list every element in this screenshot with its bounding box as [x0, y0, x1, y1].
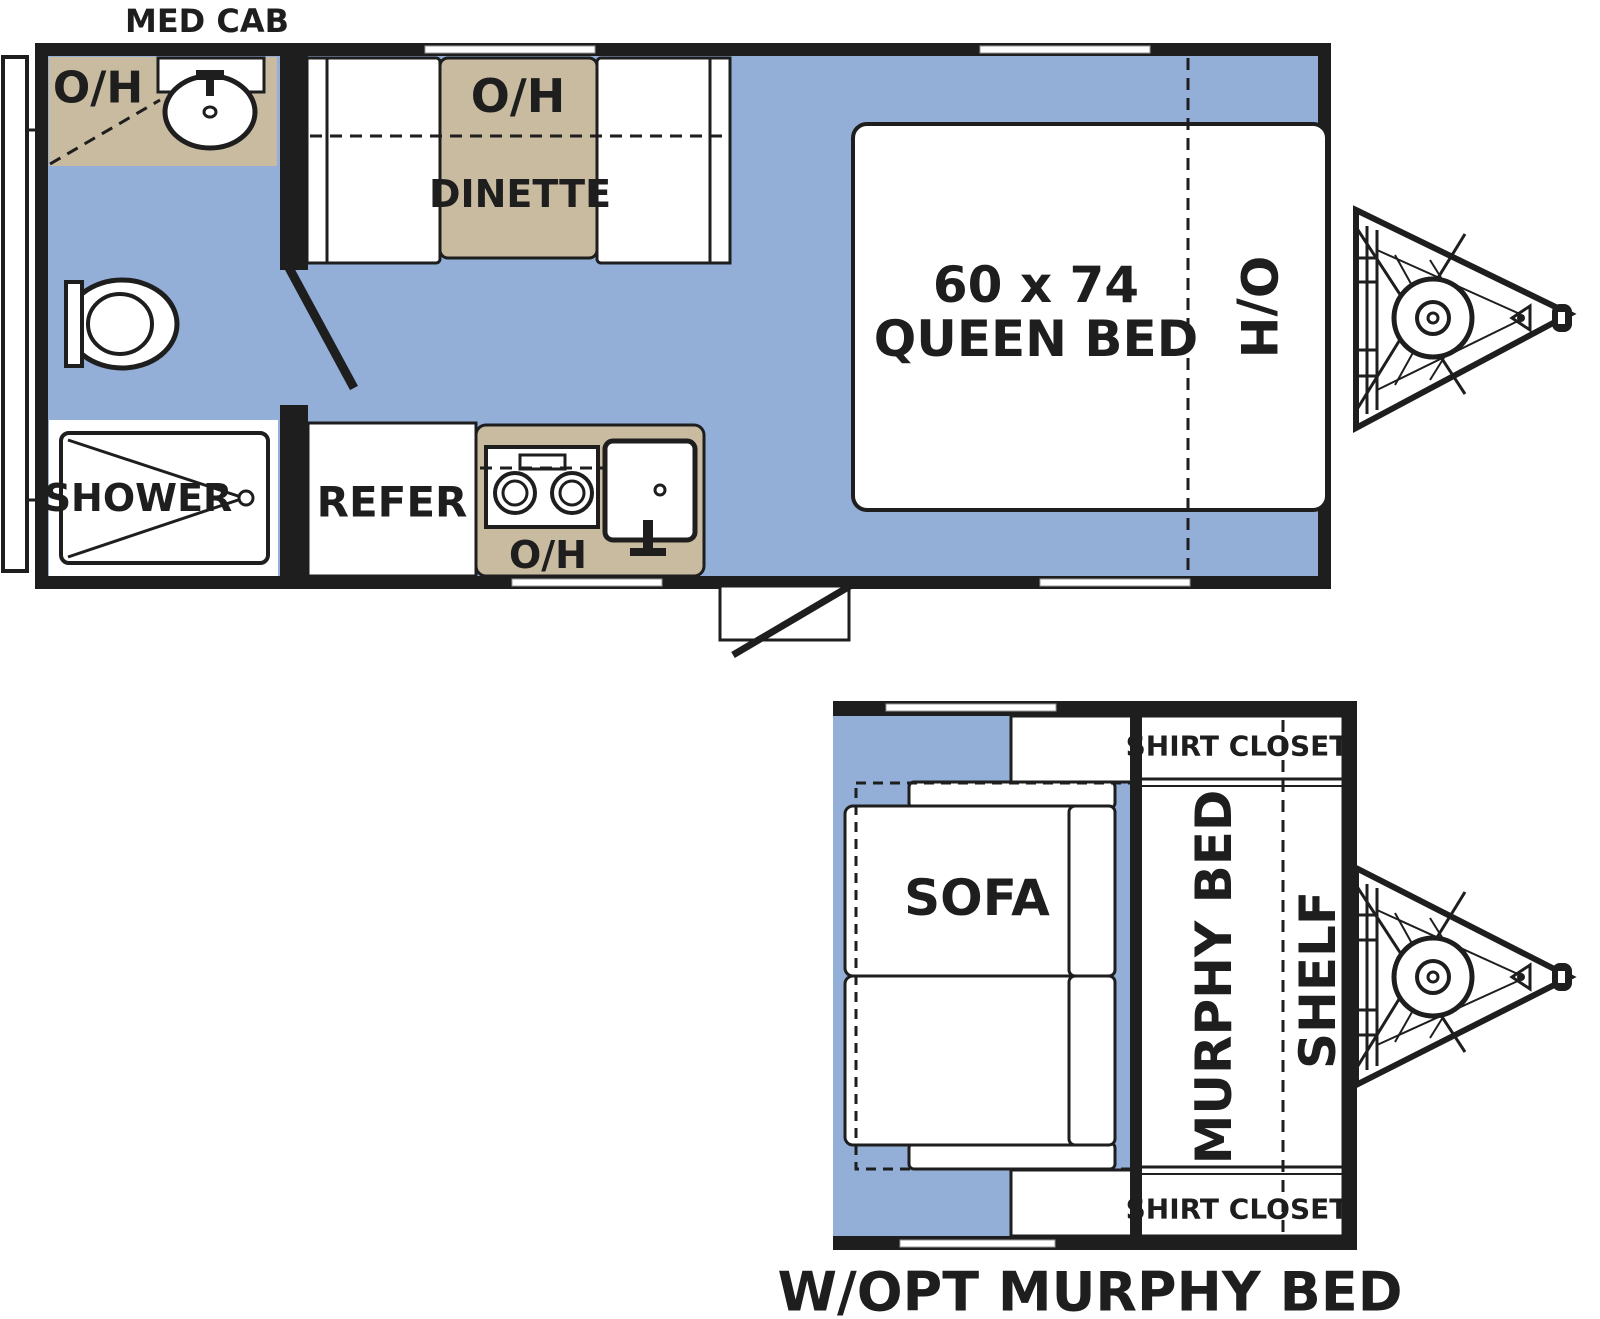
cooktop [484, 445, 600, 529]
bath-wall [280, 405, 308, 576]
murphy-left-cut [820, 716, 833, 1236]
shower-label: SHOWER [44, 476, 233, 520]
sofa-label: SOFA [904, 869, 1050, 927]
sink-drain [202, 105, 218, 119]
window [424, 45, 596, 54]
shelf-label: SHELF [1289, 891, 1347, 1069]
main-floorplan: MED CAB O/H SHOWER O/H DINETTE REFER [1, 2, 1577, 659]
dinette-bench-right-back [708, 56, 732, 265]
bed-size-label: 60 x 74 [933, 256, 1139, 314]
queen-bed [851, 122, 1329, 512]
murphy-option-floorplan: SHIRT CLOSET SHIRT CLOSET MURPHY BED SHE… [777, 701, 1577, 1319]
bath-wall [280, 56, 308, 270]
trailer-hitch [1353, 205, 1577, 433]
murphy-trailer-hitch [1353, 863, 1577, 1090]
toilet [64, 277, 180, 371]
dinette-bench-left-back [305, 56, 329, 265]
dinette-label: DINETTE [429, 172, 611, 216]
entry-door [731, 582, 852, 659]
bath-door [284, 263, 358, 391]
sink-faucet [206, 70, 214, 96]
shower-pan [59, 431, 270, 565]
kitchen-sink [602, 438, 698, 556]
murphy-bed-label: MURPHY BED [1185, 790, 1243, 1165]
rear-bumper [1, 55, 29, 573]
bed-name-label: QUEEN BED [874, 310, 1198, 368]
refer-label: REFER [317, 478, 468, 527]
dinette-oh-label: O/H [471, 69, 565, 123]
window [511, 578, 663, 587]
shirt-closet-top-label: SHIRT CLOSET [1126, 730, 1349, 763]
murphy-bed-cabinet [1130, 714, 1345, 1238]
shower-drain [237, 489, 255, 507]
refrigerator [306, 421, 478, 578]
dinette-table [438, 56, 599, 260]
window [1039, 578, 1191, 587]
sofa [843, 780, 1134, 1171]
kitchen-oh-label: O/H [509, 533, 587, 577]
window [899, 1239, 1056, 1248]
entry-door-frame [718, 584, 851, 642]
vanity-dashed-line [49, 98, 161, 166]
bath-oh-label: O/H [53, 63, 143, 114]
murphy-option-caption: W/OPT MURPHY BED [777, 1261, 1402, 1319]
shirt-closet-bottom-label: SHIRT CLOSET [1126, 1193, 1349, 1226]
med-cab-label: MED CAB [125, 2, 289, 40]
bed-oh-label: O/H [1229, 256, 1287, 359]
window [979, 45, 1151, 54]
window [885, 703, 1057, 712]
